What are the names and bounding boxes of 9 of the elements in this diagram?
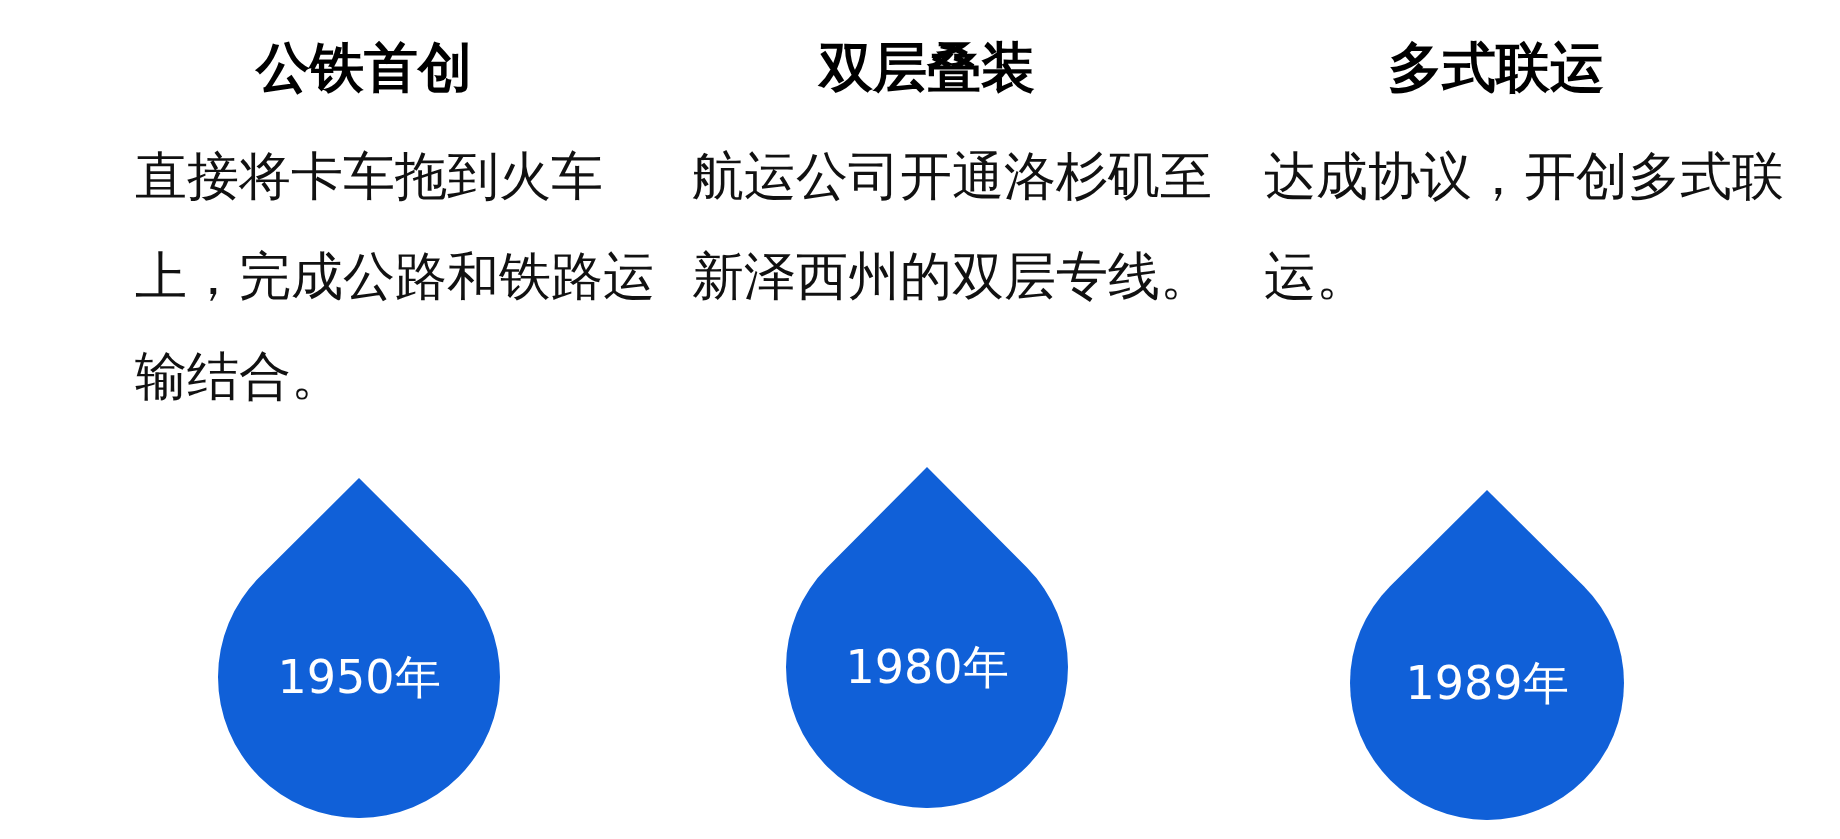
- heading: 双层叠装: [817, 36, 1036, 100]
- heading: 多式联运: [1387, 36, 1605, 100]
- description-text: 航运公司开通洛杉矶至新泽西州的双层专线。: [692, 145, 1212, 308]
- year-label: 1989年: [1404, 655, 1570, 711]
- year-label: 1950年: [276, 649, 442, 705]
- description-text: 直接将卡车拖到火车上，完成公路和铁路运输结合。: [135, 145, 655, 408]
- year-label: 1980年: [844, 639, 1010, 695]
- description-text: 达成协议，开创多式联运。: [1264, 145, 1784, 308]
- heading: 公铁首创: [254, 36, 473, 100]
